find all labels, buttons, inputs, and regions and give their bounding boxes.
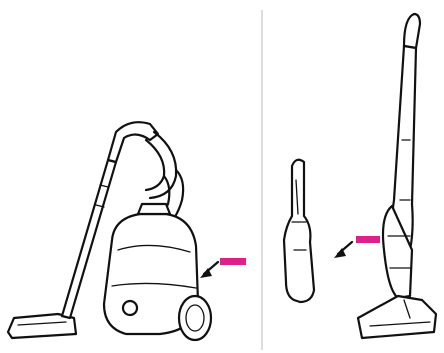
label-marker: [356, 236, 380, 243]
stick-vacuum-icon: [358, 14, 436, 338]
label-marker: [220, 258, 246, 265]
handle-grip: [108, 122, 158, 162]
rear-wheel: [179, 296, 211, 340]
pointer-arrow-icon: [200, 262, 218, 278]
canister-vacuum-panel: [8, 122, 246, 340]
stick-vacuum-panel: [284, 14, 436, 338]
stick-floor-nozzle: [358, 296, 436, 338]
power-dial: [123, 301, 137, 315]
pointer-arrow-icon: [334, 242, 352, 258]
stick-handle: [404, 14, 420, 48]
handheld-vacuum-icon: [284, 160, 314, 302]
handheld-body: [284, 160, 314, 302]
canister-vacuum-icon: [8, 122, 211, 340]
hose-inner: [146, 140, 164, 190]
carry-handle: [138, 204, 170, 214]
